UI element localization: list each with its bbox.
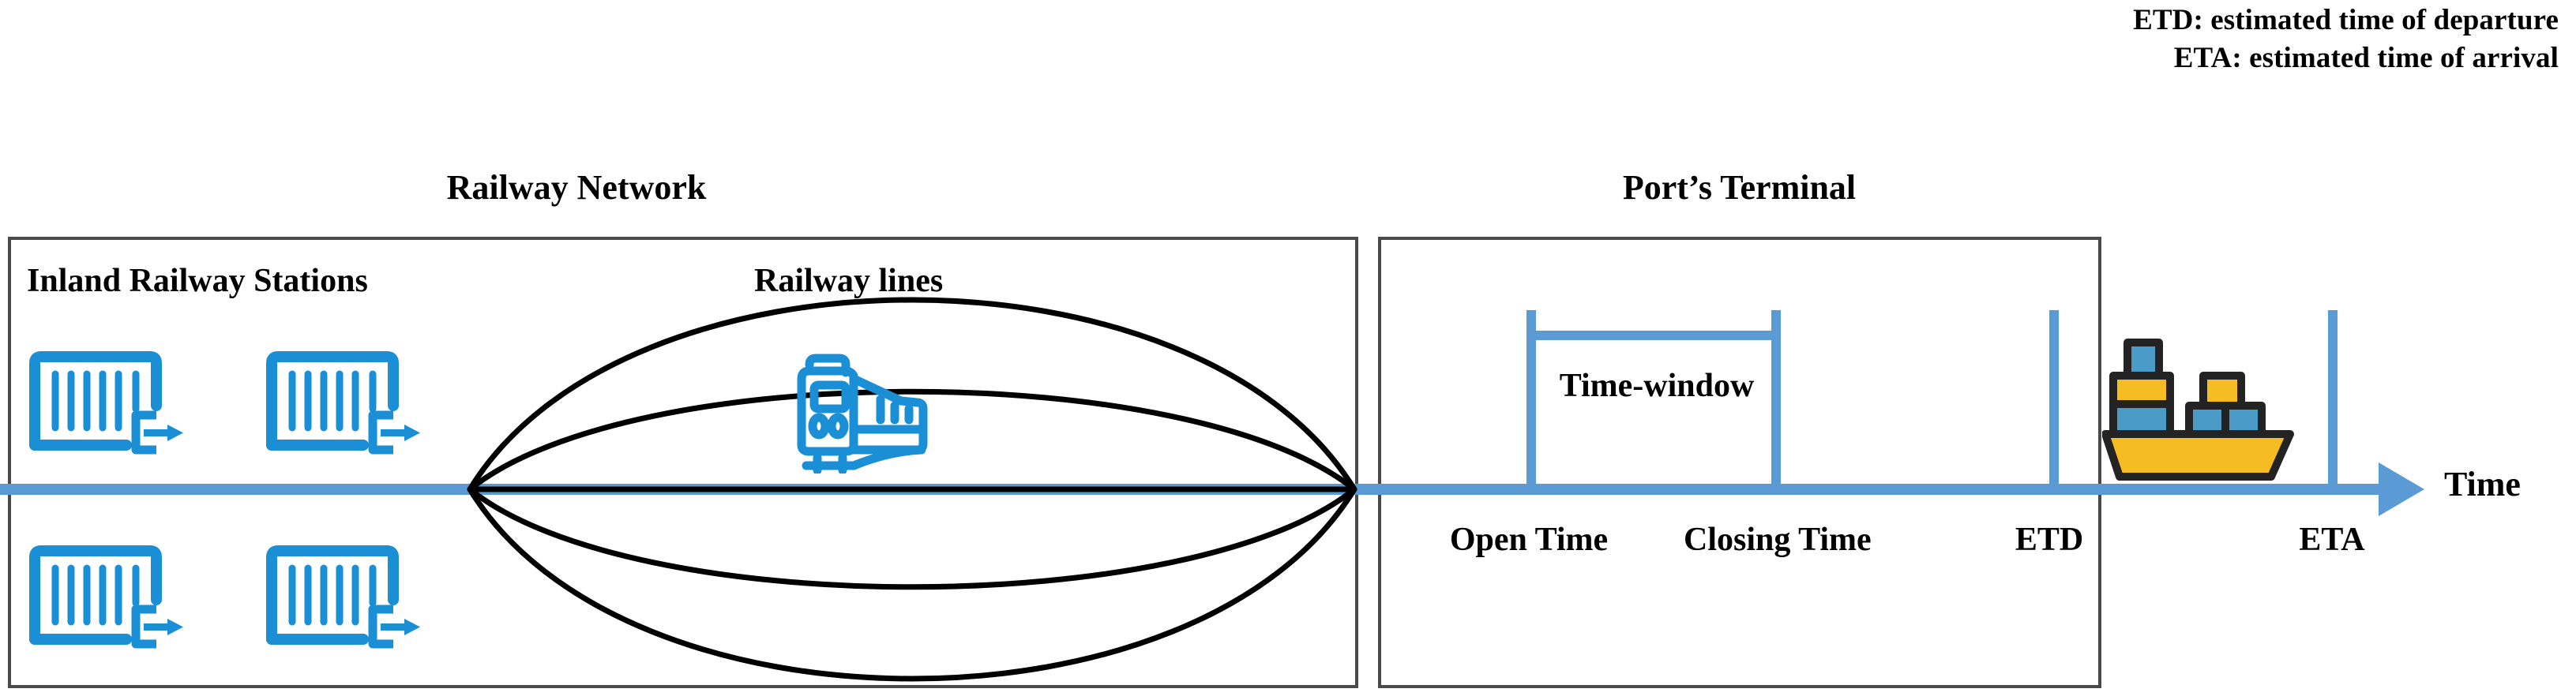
eta-tick <box>2328 310 2338 492</box>
eta-label: ETA <box>2299 522 2365 558</box>
closing-time-tick <box>1771 310 1781 490</box>
legend-block: ETD: estimated time of departure ETA: es… <box>1264 2 2559 77</box>
railway-network-title: Railway Network <box>446 168 707 207</box>
port-terminal-title: Port’s Terminal <box>1622 168 1857 207</box>
inland-railway-station-icon <box>29 545 183 649</box>
container-ship-icon <box>2102 339 2294 481</box>
legend-line-etd: ETD: estimated time of departure <box>2133 4 2559 36</box>
time-window-label: Time-window <box>1559 368 1755 404</box>
port-terminal-box <box>1378 237 2101 688</box>
closing-time-label: Closing Time <box>1684 522 1872 558</box>
inland-railway-stations-label: Inland Railway Stations <box>27 263 368 299</box>
inland-railway-station-icon <box>29 351 183 455</box>
time-axis-label: Time <box>2444 465 2521 503</box>
etd-tick <box>2049 310 2059 492</box>
etd-label: ETD <box>2015 522 2084 558</box>
time-window-bracket <box>1526 331 1781 340</box>
railway-lines-label: Railway lines <box>754 263 944 299</box>
open-time-tick <box>1526 310 1536 490</box>
arrow-right-icon <box>2379 462 2424 516</box>
train-icon <box>797 354 928 474</box>
open-time-label: Open Time <box>1449 522 1609 558</box>
time-axis-line <box>0 484 2386 495</box>
inland-railway-station-icon <box>266 545 420 649</box>
inland-railway-station-icon <box>266 351 420 455</box>
legend-line-eta: ETA: estimated time of arrival <box>2173 42 2559 75</box>
railway-network-box <box>8 237 1358 688</box>
